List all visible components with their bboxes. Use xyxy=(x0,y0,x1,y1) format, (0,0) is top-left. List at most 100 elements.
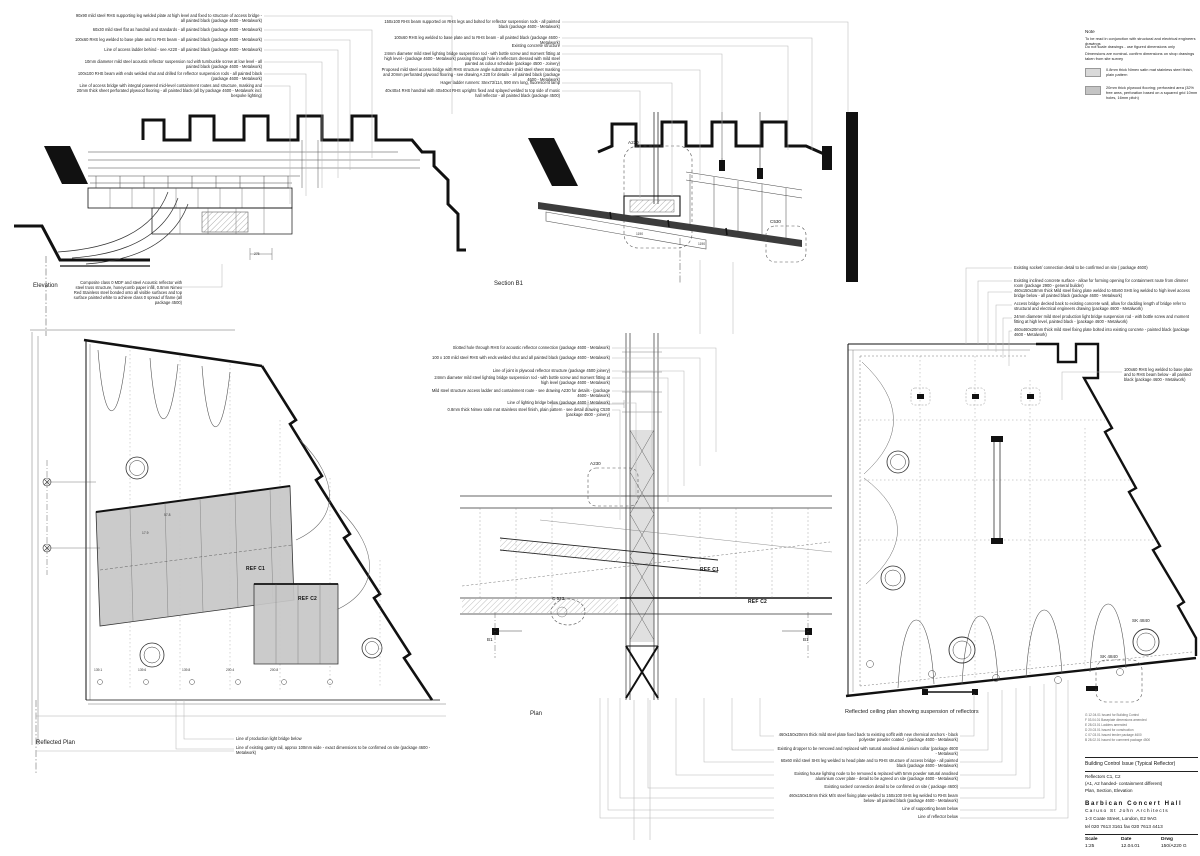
reflector-label-c2: REF C2 xyxy=(748,599,767,605)
divider xyxy=(1085,771,1198,772)
architect-name: Caruso St John Architects xyxy=(1085,808,1169,814)
annotation-note: 60x30 mild steel flat as handrail and st… xyxy=(92,27,262,32)
legend-swatch-plywood xyxy=(1085,86,1101,95)
scale-label: Scale xyxy=(1085,837,1098,843)
architect-address: 1-3 Coate Street, London, E2 9AG xyxy=(1085,815,1157,821)
drawing-subject: Plan, Section, Elevation xyxy=(1085,787,1133,793)
dimension-label: 275 xyxy=(254,252,260,256)
date-value: 12.04.01 xyxy=(1121,844,1140,850)
plan-caption: Plan xyxy=(530,711,543,717)
annotation-note: Existing concrete structure xyxy=(511,43,560,48)
annotation-note: 60x60 mild steel SHS leg welded to head … xyxy=(780,758,958,768)
dimension-label: 1190 xyxy=(698,242,706,246)
revision-entry: C 07.03.01 Issued tender package 4600 xyxy=(1085,733,1142,737)
scale-value: 1:25 xyxy=(1085,844,1095,850)
rcp-leader-lines xyxy=(599,267,1122,819)
drawing-subject: (A1, A2 handed- containment different) xyxy=(1085,780,1163,786)
annotation-note: 460x150x10mm thick M/S steel fixing plat… xyxy=(788,793,958,803)
drawing-number-label: Drwg xyxy=(1161,837,1173,843)
project-title: Barbican Concert Hall xyxy=(1085,799,1183,807)
elevation-drawing xyxy=(14,114,466,336)
annotation-note: 460x150x18mm thick Mild steel fixing pla… xyxy=(1014,288,1190,298)
dimension-label: 139.6 xyxy=(138,668,147,672)
elevation-caption: Elevation xyxy=(33,283,58,289)
plan-drawing xyxy=(460,333,833,840)
annotation-note: Existing inclined concrete surface - all… xyxy=(1014,278,1189,288)
dimension-label: 139.8 xyxy=(182,668,191,672)
annotation-note: 40x40x4 RHS handrail with 40x40x4 RHS up… xyxy=(385,88,560,98)
detail-tag-c523: C 523 xyxy=(552,596,565,601)
annotation-note: Existing socket/ connection detail to be… xyxy=(1014,265,1148,270)
rcp-caption: Reflected ceiling plan showing suspensio… xyxy=(845,709,979,715)
annotation-note: Mild steel structure access ladder and c… xyxy=(431,388,610,398)
annotation-note: Line of joint in plywood reflector struc… xyxy=(492,368,610,373)
annotation-note: Hager ladder runners: Stex73/114, 590 mm… xyxy=(440,80,560,85)
section-caption: Section B1 xyxy=(494,281,524,287)
revision-entry: F 03.04.01 Baseplate dimensions amended xyxy=(1085,718,1147,722)
annotation-note: 460x150x20mm thick mild steel plate fixe… xyxy=(778,732,958,742)
annotation-note: 24mm diameter mild steel lighting bridge… xyxy=(434,375,610,385)
dimension-label: 1190 xyxy=(636,232,644,236)
annotation-note: Proposed mild steel access bridge with R… xyxy=(381,67,560,82)
annotation-note: Line of existing gantry rail, approx 100… xyxy=(236,745,431,755)
legend-text: 0.8mm thick Nimex satin mat stainless st… xyxy=(1106,67,1193,77)
annotation-note: 100x100 RHS beam with ends welded shut a… xyxy=(77,71,262,81)
annotation-note: 100x60 RHS leg welded to base plate and … xyxy=(394,35,560,45)
dimension-label: 200.4 xyxy=(226,668,235,672)
legend-text: 20mm thick plywood flooring; perforated … xyxy=(1106,85,1198,100)
detail-tag-a230: A230 xyxy=(590,461,601,466)
rcp-drawing xyxy=(845,342,1198,703)
annotation-note: Line of reflector below xyxy=(917,814,958,819)
annotation-note: Slotted hole through RHS for acoustic re… xyxy=(452,345,610,350)
section-marker-b1-right: B1 xyxy=(803,637,809,642)
section-marker-b1-left: B1 xyxy=(487,637,493,642)
note-line: Do not scale drawings - use figured dime… xyxy=(1085,44,1175,49)
drawing-subject: Reflectors C1, C2 xyxy=(1085,774,1121,779)
plan-leader-lines xyxy=(612,347,717,520)
detail-tag-c530: C530 xyxy=(770,219,781,224)
elevation-material-note: Composite class 0 MDF and steel Acoustic… xyxy=(73,280,182,305)
annotation-note: 90x90 mild steel RHS supporting leg weld… xyxy=(75,13,262,23)
detail-tag-sk4840: SK 4840 xyxy=(1132,618,1150,623)
annotation-note: Line of lighting bridge below (package 4… xyxy=(507,400,610,405)
annotation-note: Access bridge decked back to existing co… xyxy=(1014,301,1186,311)
section-drawing xyxy=(528,112,858,284)
titleblock-meta: Scale 1:25 Date 12.04.01 Drwg 150/A220 G xyxy=(1085,834,1198,849)
annotation-note: 10mm diameter mild steel acoustic reflec… xyxy=(84,59,262,69)
revision-entry: B 28.02.01 Issued for comment package 45… xyxy=(1085,738,1151,742)
reflector-label-c1: REF C1 xyxy=(700,567,719,573)
annotation-note: 150x100 RHS beam supported on RHS legs a… xyxy=(384,19,560,29)
annotation-note: Line of access ladder behind - see A220 … xyxy=(104,47,262,52)
annotation-note: 0.8mm thick Nimex satin mat stainless st… xyxy=(447,407,610,417)
annotation-note: Line of supporting beam below xyxy=(902,806,958,811)
annotation-note: 100 x 100 mild steel RHS with ends welde… xyxy=(432,355,610,360)
revision-entry: D 20.03.01 Issued for construction xyxy=(1085,728,1134,732)
legend-swatch-stainless xyxy=(1085,68,1101,77)
annotation-note: Line of access bridge with integral powe… xyxy=(76,83,262,98)
revision-entry: G 12.04.01 Issued for Building Control xyxy=(1085,713,1140,717)
annotation-note: Existing house lighting node to be remov… xyxy=(794,771,958,781)
reflector-label-c1: REF C1 xyxy=(246,566,265,572)
dimension-label: 200.8 xyxy=(270,668,279,672)
note-line: Dimensions are nominal- confirm dimensio… xyxy=(1085,51,1195,61)
detail-tag-sk4840: SK 4840 xyxy=(1100,654,1118,659)
divider xyxy=(1085,757,1198,758)
dimension-label: 57.8 xyxy=(164,513,171,517)
reflector-label-c2: REF C2 xyxy=(298,596,317,602)
annotation-note: 24mm diameter mild steel production ligh… xyxy=(1014,314,1189,324)
architect-phone: tel 020 7613 3161 fax 020 7613 4413 xyxy=(1085,824,1163,830)
drawing-number-value: 150/A220 G xyxy=(1161,844,1187,850)
dimension-label: 17.9 xyxy=(142,531,149,535)
issue-status: Building Control Issue (Typical Reflecto… xyxy=(1085,761,1176,767)
annotation-note: 100x60 RHS leg welded to base plate and … xyxy=(1124,367,1193,382)
annotation-note: 100x60 RHS leg welded to base plate and … xyxy=(74,37,262,42)
annotation-note: 24mm diameter mild steel lighting bridge… xyxy=(384,51,560,66)
detail-tag-a230: A230 xyxy=(628,140,639,145)
elevation-leader-lines xyxy=(182,15,453,288)
annotation-note: Existing dropper to be removed and repla… xyxy=(777,746,958,756)
note-line: To be read in conjunction with structura… xyxy=(1085,36,1196,46)
reflected-plan-drawing xyxy=(30,329,446,775)
notes-title: Note xyxy=(1085,29,1095,34)
